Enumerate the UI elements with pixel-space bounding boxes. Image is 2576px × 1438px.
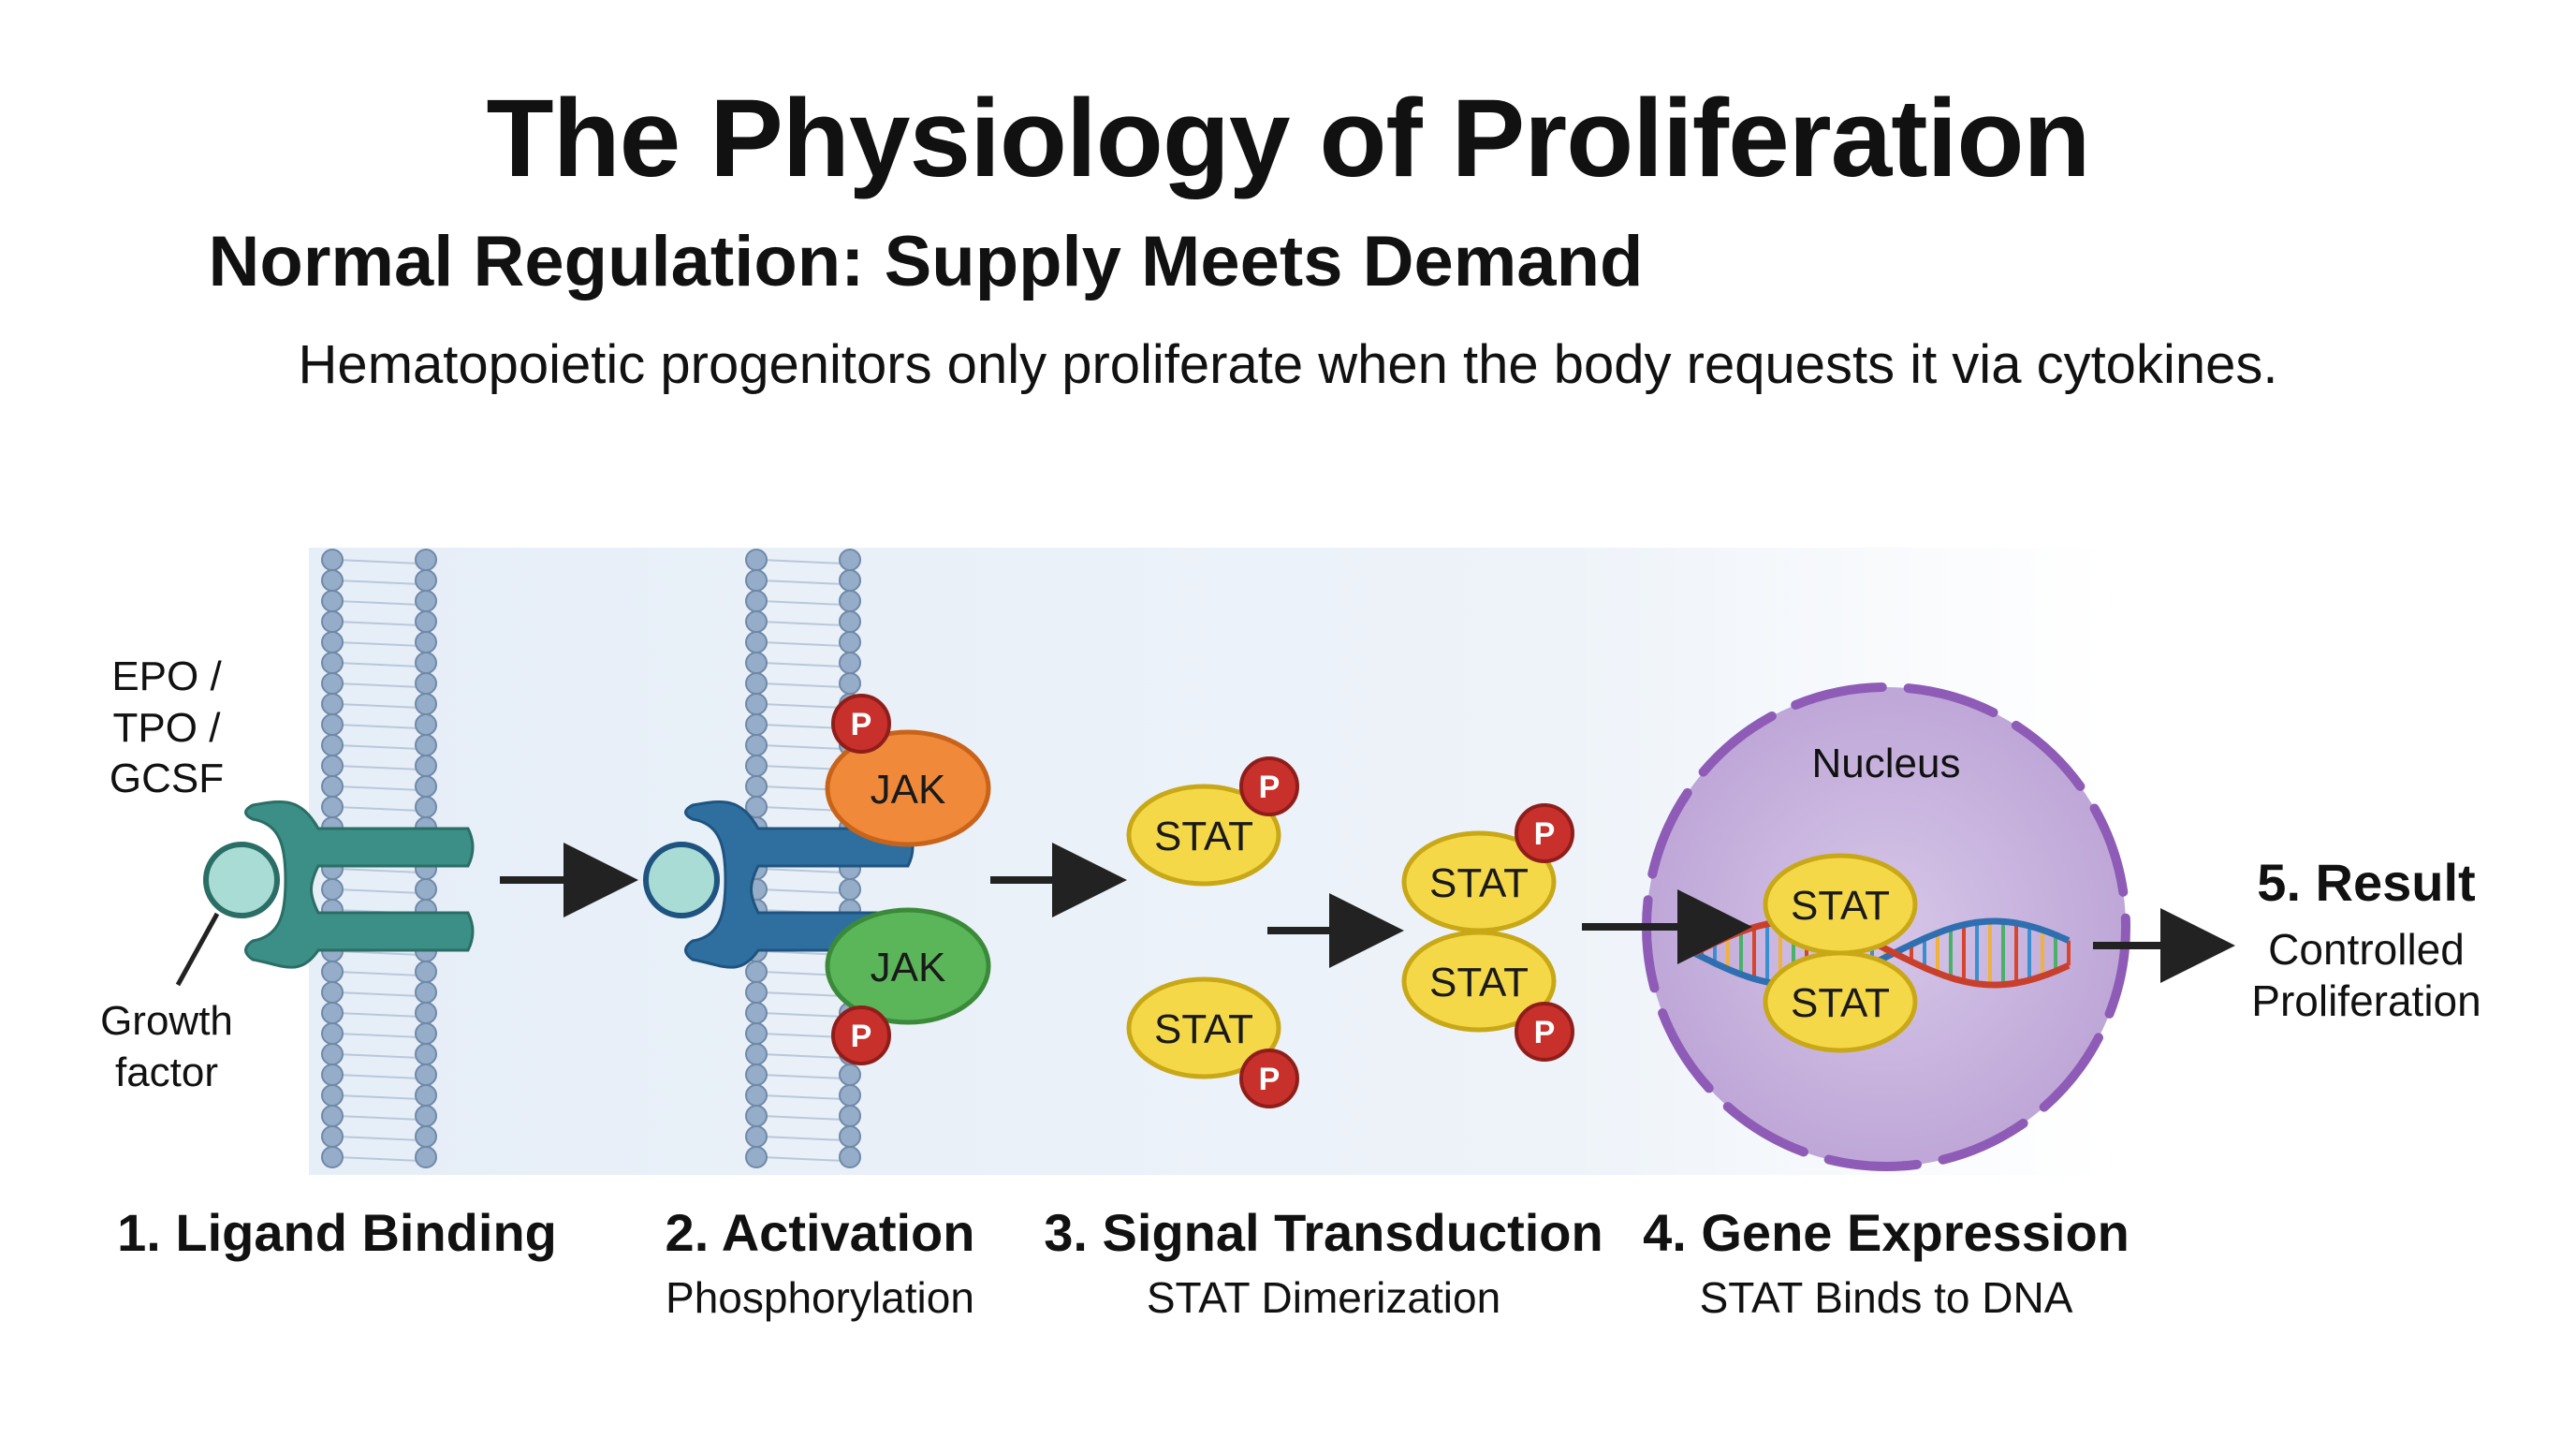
step2-subtitle: Phosphorylation <box>666 1273 974 1322</box>
stat-step3-top: STAT <box>1126 784 1281 887</box>
page-description: Hematopoietic progenitors only prolifera… <box>298 334 2278 395</box>
ligand-label-gcsf: GCSF <box>110 756 224 801</box>
phosphate-stat3-bottom: P <box>1239 1049 1299 1108</box>
jak-label-top: JAK <box>871 767 946 813</box>
growth-factor-ligand <box>203 842 280 918</box>
step2-title: 2. Activation <box>666 1203 975 1262</box>
jak-label-bottom: JAK <box>871 945 946 990</box>
stat-dimer-top: STAT <box>1401 830 1557 933</box>
svg-text:STAT: STAT <box>1791 883 1890 929</box>
stat-dimer-bottom: STAT <box>1401 930 1557 1033</box>
growth-factor-label-line2: factor <box>115 1049 218 1095</box>
step4-subtitle: STAT Binds to DNA <box>1700 1273 2073 1322</box>
svg-text:STAT: STAT <box>1429 960 1529 1005</box>
svg-text:STAT: STAT <box>1154 1006 1253 1052</box>
result-line2: Proliferation <box>2251 976 2481 1025</box>
svg-text:STAT: STAT <box>1154 814 1253 859</box>
jak-green: JAK <box>825 907 991 1025</box>
stat-nucleus-bottom: STAT <box>1763 950 1918 1053</box>
svg-text:P: P <box>1534 1015 1556 1050</box>
jak-orange: JAK <box>825 729 991 847</box>
step3-title: 3. Signal Transduction <box>1044 1203 1603 1262</box>
page-subtitle: Normal Regulation: Supply Meets Demand <box>208 222 1644 301</box>
step1-title: 1. Ligand Binding <box>117 1203 557 1262</box>
svg-text:STAT: STAT <box>1791 980 1890 1026</box>
phosphate-jak-bottom: P <box>831 1005 891 1065</box>
stat-step3-bottom: STAT <box>1126 976 1281 1079</box>
stat-nucleus-top: STAT <box>1763 853 1918 956</box>
svg-text:P: P <box>851 1019 872 1054</box>
svg-text:P: P <box>1259 1062 1281 1097</box>
receptor-step1 <box>203 800 475 969</box>
growth-factor-pointer <box>175 912 220 987</box>
step3-subtitle: STAT Dimerization <box>1147 1273 1500 1322</box>
page-title: The Physiology of Proliferation <box>486 77 2091 200</box>
svg-text:P: P <box>851 707 872 742</box>
bound-ligand <box>643 842 720 918</box>
phosphate-dimer-top: P <box>1515 803 1574 863</box>
result-line1: Controlled <box>2268 925 2465 974</box>
svg-text:STAT: STAT <box>1429 860 1529 906</box>
phosphate-jak-top: P <box>831 694 891 754</box>
nucleus: Nucleus STAT STAT <box>1642 682 2130 1171</box>
step4-title: 4. Gene Expression <box>1643 1203 2130 1262</box>
phosphate-stat3-top: P <box>1239 756 1299 816</box>
result-title: 5. Result <box>2257 853 2475 912</box>
ligand-label-epo: EPO / <box>111 653 222 699</box>
svg-text:P: P <box>1534 816 1556 852</box>
ligand-label-tpo: TPO / <box>113 705 222 751</box>
nucleus-label: Nucleus <box>1812 741 1961 786</box>
phosphate-dimer-bottom: P <box>1515 1002 1574 1062</box>
growth-factor-label-line1: Growth <box>100 998 233 1044</box>
svg-text:P: P <box>1259 770 1281 805</box>
